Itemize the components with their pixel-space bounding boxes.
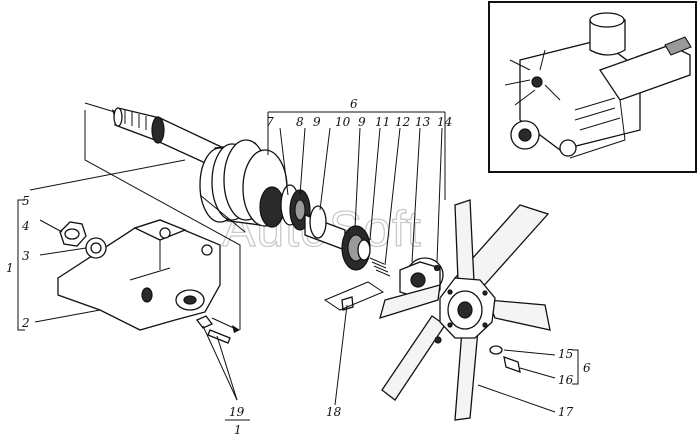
- callout-5: 5: [22, 194, 30, 208]
- callout-labels: 6 7 8 9 10 9 11 12 13 14 5 4 3 1 2 15 16…: [6, 97, 591, 437]
- callout-16: 16: [558, 373, 574, 387]
- callout-leaders: [17, 111, 579, 421]
- callout-10: 10: [335, 115, 351, 129]
- callout-4: 4: [21, 219, 30, 233]
- callout-19-subscript: 1: [234, 423, 242, 437]
- callout-8: 8: [296, 115, 304, 129]
- callout-6-top: 6: [350, 97, 358, 111]
- bracket-assembly: [57, 110, 246, 344]
- shaft-assembly: [84, 102, 444, 299]
- callout-2: 2: [21, 316, 30, 330]
- inset-engine-view: [488, 1, 697, 173]
- callout-18: 18: [326, 405, 342, 419]
- callout-6-right: 6: [583, 361, 591, 375]
- engine-illustration: [504, 12, 692, 159]
- callout-14: 14: [437, 115, 452, 129]
- callout-15: 15: [558, 347, 573, 361]
- callout-7: 7: [266, 115, 274, 129]
- callout-1: 1: [6, 261, 14, 275]
- callout-3: 3: [22, 249, 30, 263]
- callout-9b: 9: [358, 115, 366, 129]
- callout-9a: 9: [313, 115, 321, 129]
- callout-11: 11: [375, 115, 390, 129]
- callout-13: 13: [415, 115, 431, 129]
- fan-assembly: [323, 199, 551, 421]
- callout-12: 12: [395, 115, 410, 129]
- callout-19: 19: [229, 405, 245, 419]
- callout-17: 17: [558, 405, 574, 419]
